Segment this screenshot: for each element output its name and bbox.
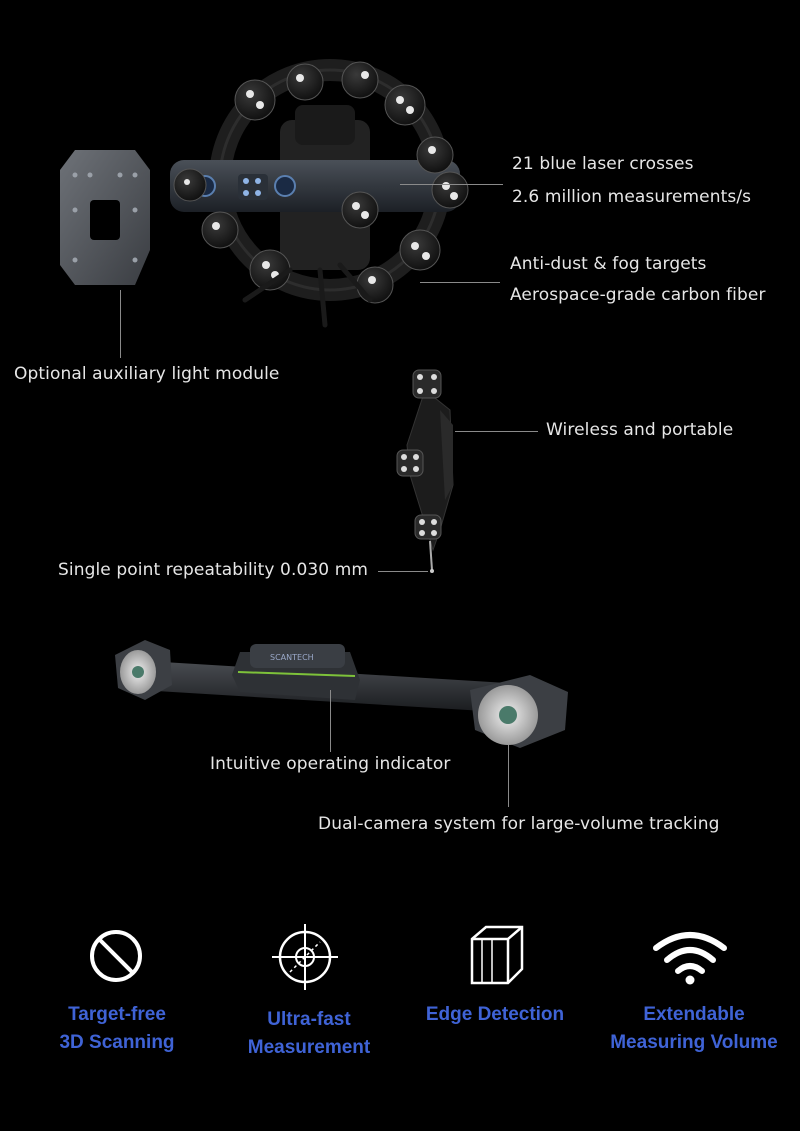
callout-line-dual-camera [508,745,509,807]
callout-line-aux-light [120,290,121,358]
cube-edge-icon [470,925,524,985]
callout-line-laser [400,184,503,185]
tracker-brand-logo: SCANTECH [270,653,314,662]
callout-dual-camera: Dual-camera system for large-volume trac… [318,814,720,834]
callout-wireless: Wireless and portable [546,420,734,440]
tracker-image: SCANTECH [115,640,568,748]
callout-carbon-fiber: Aerospace-grade carbon fiber [510,285,766,305]
callout-line-targets [420,282,500,283]
scanner-image [170,59,469,328]
wifi-icon [653,932,727,985]
no-sign-icon [90,930,142,982]
callout-line-repeatability [378,571,428,572]
crosshair-icon [272,924,338,990]
callout-laser-crosses: 21 blue laser crosses [512,154,694,174]
callout-aux-light: Optional auxiliary light module [14,364,280,384]
callout-line-wireless [455,431,538,432]
callout-repeatability: Single point repeatability 0.030 mm [58,560,369,580]
probe-image [396,369,454,573]
aux-light-module-image [60,150,150,285]
callout-anti-dust: Anti-dust & fog targets [510,254,707,274]
feature-edge-detection: Edge Detection [425,1004,565,1025]
callout-indicator: Intuitive operating indicator [210,754,451,774]
callout-measurements: 2.6 million measurements/s [512,187,752,207]
callout-line-indicator [330,690,331,752]
